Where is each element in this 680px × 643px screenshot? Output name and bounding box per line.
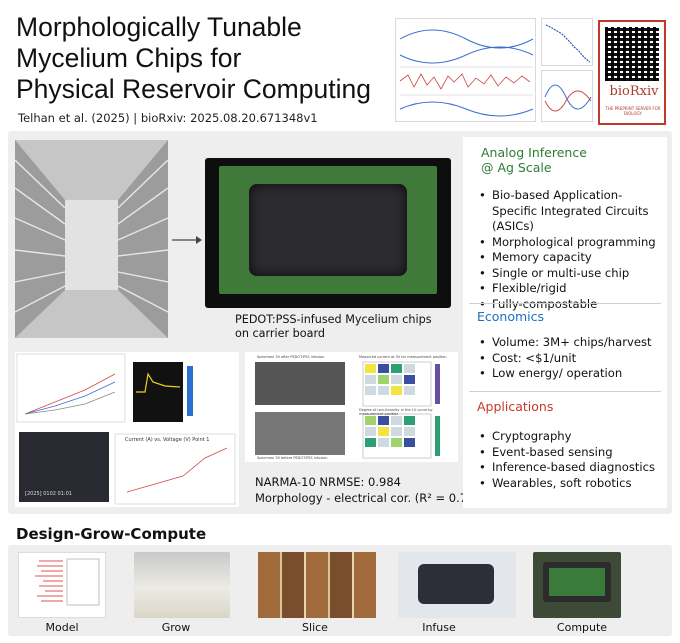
analog-list: Bio-based Application-Specific Integrate… — [479, 188, 665, 312]
list-item: Wearables, soft robotics — [479, 476, 665, 492]
heatmap-top — [362, 361, 440, 407]
morphology-correlation-metric: Morphology - electrical cor. (R² = 0.74) — [255, 491, 479, 505]
applications-list: Cryptography Event-based sensing Inferen… — [479, 429, 665, 491]
step-infuse: Infuse — [422, 621, 456, 634]
divider — [469, 391, 661, 392]
economics-title: Economics — [477, 309, 545, 324]
board-caption-line-1: PEDOT:PSS-infused Mycelium chips — [235, 313, 432, 326]
list-item: Bio-based Application-Specific Integrate… — [479, 188, 665, 235]
list-item: Memory capacity — [479, 250, 665, 266]
summary-panel: Analog Inference @ Ag Scale Bio-based Ap… — [463, 137, 667, 508]
poster-title: Morphologically Tunable Mycelium Chips f… — [16, 12, 386, 105]
step-slice: Slice — [302, 621, 328, 634]
farm-shelves-graphic — [15, 140, 168, 338]
step-grow: Grow — [161, 621, 191, 634]
analog-title-line-1: Analog Inference — [481, 145, 587, 160]
heatmap-bottom-title: Degree of non-linearity in the I-V curve… — [359, 408, 433, 416]
specimen-heatmap-graphic — [255, 361, 440, 459]
header-waveform-plot — [395, 18, 536, 122]
biorxiv-logo: bioRxiv — [609, 84, 659, 99]
collage-timestamp: [2025] 0102 01:01 — [25, 491, 72, 497]
heatmap-bottom — [362, 413, 440, 459]
collage-graphic — [16, 353, 236, 505]
specimen-after-title: Specimen 30 after PEDOT:PSS infusion — [257, 355, 325, 359]
economics-list: Volume: 3M+ chips/harvest Cost: <$1/unit… — [479, 335, 665, 382]
list-item: Low energy/ operation — [479, 366, 665, 382]
section-title: Design-Grow-Compute — [16, 525, 207, 543]
flow-arrow-icon — [172, 230, 202, 244]
compute-image — [533, 552, 621, 618]
title-line-3: Physical Reservoir Computing — [16, 74, 371, 104]
list-item: Cost: <$1/unit — [479, 351, 665, 367]
list-item: Volume: 3M+ chips/harvest — [479, 335, 665, 351]
list-item: Single or multi-use chip — [479, 266, 665, 282]
sine-plot-graphic — [544, 84, 592, 112]
metrics: NARMA-10 NRMSE: 0.984 Morphology - elect… — [255, 474, 479, 506]
specimen-before-title: Specimen 30 before PEDOT:PSS infusion — [257, 456, 328, 460]
analog-title-line-2: @ Ag Scale — [481, 160, 552, 175]
mycelium-chip — [249, 184, 407, 276]
citation: Telhan et al. (2025) | bioRxiv: 2025.08.… — [18, 111, 318, 125]
measurement-collage: [2025] 0102 01:01 Current (A) vs. Voltag… — [15, 352, 239, 507]
qr-code-pattern — [605, 27, 659, 81]
mycelium-chip-board-photo — [205, 158, 451, 308]
slice-image — [258, 552, 376, 618]
title-line-2: Mycelium Chips for — [16, 43, 242, 73]
qr-code[interactable]: bioRxiv THE PREPRINT SERVER FOR BIOLOGY — [598, 20, 666, 125]
infuse-image — [398, 552, 516, 618]
analog-title: Analog Inference @ Ag Scale — [481, 145, 587, 175]
header-decay-plot — [541, 18, 593, 66]
list-item: Morphological programming — [479, 235, 665, 251]
waveform-plot-graphic — [399, 29, 534, 117]
step-compute: Compute — [556, 621, 608, 634]
model-graphic — [35, 558, 100, 606]
decay-plot-graphic — [545, 24, 591, 63]
list-item: Cryptography — [479, 429, 665, 445]
applications-title: Applications — [477, 399, 554, 414]
step-model: Model — [45, 621, 79, 634]
list-item: Event-based sensing — [479, 445, 665, 461]
biorxiv-tagline: THE PREPRINT SERVER FOR BIOLOGY — [605, 106, 661, 116]
compute-chip — [543, 562, 611, 602]
divider — [469, 303, 661, 304]
list-item: Flexible/rigid — [479, 281, 665, 297]
header-sine-plot — [541, 70, 593, 122]
heatmap-top-title: Measured current at 5V for measurement p… — [359, 355, 447, 359]
board-caption-line-2: on carrier board — [235, 327, 325, 340]
mushroom-farm-photo — [15, 140, 168, 338]
title-line-1: Morphologically Tunable — [16, 12, 302, 42]
board-caption: PEDOT:PSS-infused Mycelium chips on carr… — [235, 313, 432, 341]
narma-metric: NARMA-10 NRMSE: 0.984 — [255, 475, 401, 489]
infused-chip — [418, 564, 494, 604]
model-image — [18, 552, 106, 618]
list-item: Inference-based diagnostics — [479, 460, 665, 476]
grow-image — [134, 552, 230, 618]
iv-plot-title: Current (A) vs. Voltage (V) Point 1 — [125, 437, 210, 443]
specimen-heatmap-figure: Specimen 30 after PEDOT:PSS infusion Mea… — [245, 352, 458, 462]
